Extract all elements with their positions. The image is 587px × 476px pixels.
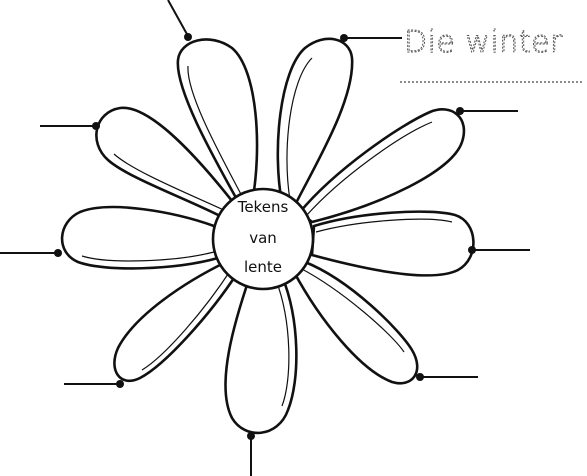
flower-center [211, 187, 315, 291]
petal-upper-right [298, 108, 466, 224]
leader-dot [416, 373, 424, 381]
petal-bottom [224, 274, 298, 435]
center-label-line-1: Tekens [237, 198, 289, 216]
leader-dot [92, 122, 100, 130]
leader-dot [184, 33, 192, 41]
leader-dot [456, 107, 464, 115]
answer-leaders [0, 0, 530, 476]
petals [60, 37, 475, 435]
leader-dot [116, 380, 124, 388]
leader-dot [54, 249, 62, 257]
center-label-line-2: van [249, 229, 277, 247]
petal-upper-left [95, 106, 238, 220]
petal-lower-left [113, 260, 240, 383]
leader-dot [340, 34, 348, 42]
petal-lower-right [292, 260, 419, 385]
worksheet-title: Die winter [404, 25, 563, 60]
leader-dot [468, 246, 476, 254]
leader-line-top-left [167, 0, 189, 37]
petal-right [310, 210, 475, 277]
petal-inner-outlines [81, 57, 453, 407]
petal-left [60, 205, 220, 270]
center-label-line-3: lente [244, 258, 282, 276]
petal-top-right [276, 37, 354, 209]
petal-top-left [176, 38, 259, 207]
leader-dot [247, 432, 255, 440]
